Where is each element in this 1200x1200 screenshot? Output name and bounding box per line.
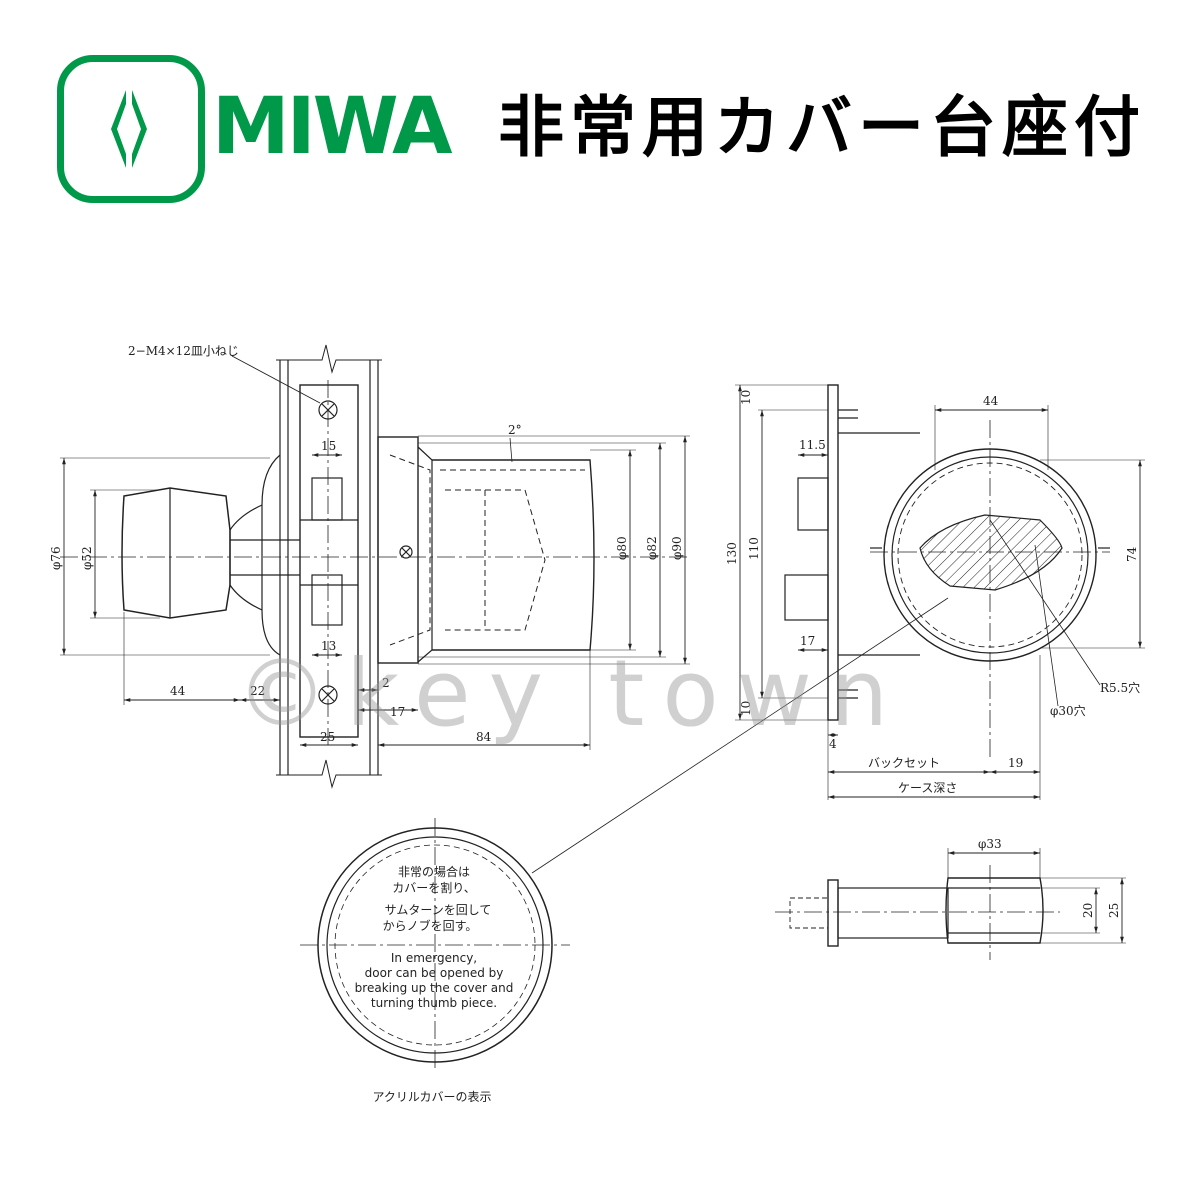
dim-130: 130: [725, 542, 739, 565]
cover-en-line-4: turning thumb piece.: [371, 996, 497, 1010]
dim-phi30-hole: φ30穴: [1050, 703, 1086, 718]
screw-callout: 2−M4×12皿小ねじ: [128, 344, 239, 358]
dim-phi52: φ52: [80, 546, 94, 570]
cover-jp-line-1: 非常の場合は: [398, 864, 470, 879]
cover-en-line-1: In emergency,: [391, 951, 477, 965]
left-side-view: [60, 344, 690, 789]
acrylic-cover-view: [300, 818, 570, 1072]
dim-74: 74: [1125, 546, 1139, 562]
dim-44-right: 44: [983, 394, 999, 408]
backset-label: バックセット: [868, 756, 940, 770]
dim-11-5: 11.5: [799, 438, 826, 452]
cover-en-line-3: breaking up the cover and: [355, 981, 514, 995]
angle-label: 2°: [508, 423, 522, 437]
dim-25-thumb: 25: [1107, 903, 1121, 918]
cover-jp-line-3: サムターンを回して: [385, 903, 492, 917]
miwa-logo-frame: [57, 55, 205, 203]
dim-10-bottom: 10: [739, 701, 753, 716]
page-title: 非常用カバー台座付: [498, 89, 1146, 166]
dim-20: 20: [1081, 903, 1095, 918]
cover-en-line-2: door can be opened by: [365, 966, 504, 980]
right-side-view: [531, 384, 1145, 874]
dim-19: 19: [1008, 756, 1023, 770]
thumb-turn-view: [775, 848, 1126, 960]
dim-r5-5-hole: R5.5穴: [1100, 680, 1140, 695]
dim-phi82: φ82: [645, 536, 659, 560]
dim-13: 13: [321, 639, 336, 653]
dim-10-top: 10: [739, 390, 753, 405]
cover-jp-line-2: カバーを割り、: [392, 880, 476, 895]
cover-jp-line-4: からノブを回す。: [383, 918, 478, 933]
brand-wordmark: MIWA: [212, 82, 453, 172]
dim-44: 44: [170, 684, 186, 698]
dim-phi76: φ76: [49, 546, 63, 570]
dim-phi80: φ80: [615, 536, 629, 560]
header: MIWA 非常用カバー台座付: [0, 0, 1200, 230]
dim-phi33: φ33: [978, 837, 1002, 851]
dim-4: 4: [829, 737, 837, 751]
cover-caption: アクリルカバーの表示: [372, 1090, 491, 1104]
dim-2: 2: [382, 676, 390, 690]
dim-25: 25: [320, 730, 335, 744]
dim-17: 17: [390, 705, 405, 719]
case-depth-label: ケース深さ: [898, 781, 957, 795]
dim-phi90: φ90: [670, 536, 684, 560]
dim-15: 15: [321, 439, 336, 453]
miwa-logo-icon: [111, 90, 147, 168]
dim-22: 22: [250, 684, 265, 698]
dim-110: 110: [747, 537, 761, 560]
dim-84: 84: [476, 730, 492, 744]
dim-17-right: 17: [800, 634, 815, 648]
